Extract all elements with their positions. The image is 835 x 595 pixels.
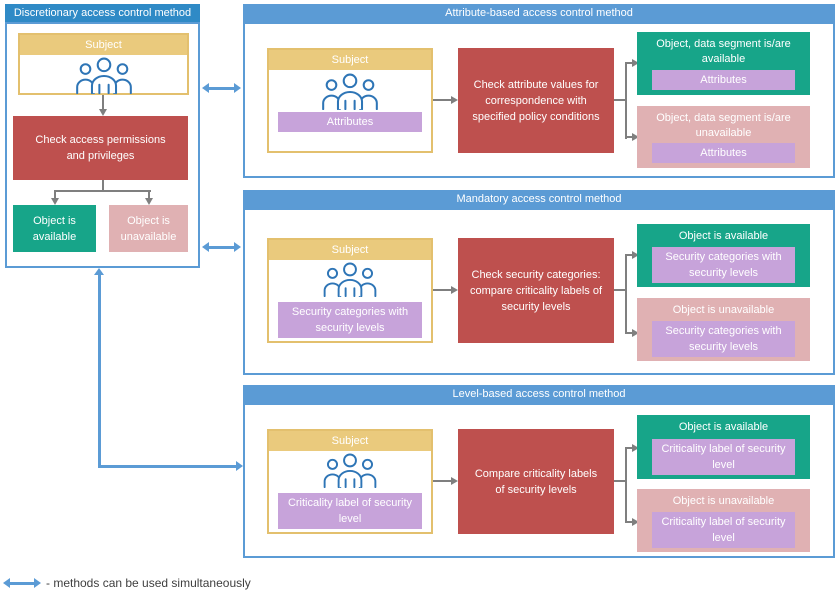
panel-body: Subject Criticality label of security le… [243, 403, 835, 558]
subject-title: Subject [269, 240, 431, 260]
arrow-down-icon [51, 198, 59, 205]
arrow-right-icon [632, 251, 639, 259]
connector-fork-stem [102, 180, 104, 192]
check-box: Check security categories: compare criti… [458, 238, 614, 343]
arrow-right-icon [632, 518, 639, 526]
outcome-title: Object is available [678, 421, 769, 433]
people-icon [322, 73, 378, 110]
connector-subject-check [102, 95, 104, 110]
check-box: Check access permissions and privileges [13, 116, 188, 180]
outcome-unavailable: Object is unavailable Security categorie… [637, 298, 810, 361]
panel-body: Subject Attributes Check attribute value… [243, 22, 835, 178]
outcome-available: Object is available [13, 205, 96, 252]
double-arrow-icon [94, 268, 104, 275]
discretionary-panel-body: Subject Check access permissions and pri… [5, 22, 200, 268]
connector-fork-bar [625, 62, 627, 139]
panel-body: Subject Security categories with securit… [243, 208, 835, 375]
connector-fork-top [625, 447, 633, 449]
outcome-title: Object is unavailable [672, 304, 775, 316]
connector-fork-stem [614, 99, 626, 101]
arrow-right-icon [451, 286, 458, 294]
people-icon [323, 453, 377, 488]
subject-title: Subject [269, 50, 431, 70]
double-arrow-icon [202, 242, 209, 252]
double-arrow-icon [236, 461, 243, 471]
outcome-available: Object is available Criticality label of… [637, 415, 810, 479]
link-discretionary-level-vertical [98, 275, 101, 468]
arrow-right-icon [632, 59, 639, 67]
outcome-unavailable: Object is unavailable Criticality label … [637, 489, 810, 552]
arrow-right-icon [632, 329, 639, 337]
outcome-attributes-tag: Criticality label of security level [652, 439, 795, 475]
arrow-right-icon [451, 96, 458, 104]
subject-box: Subject Criticality label of security le… [267, 429, 433, 534]
subject-box: Subject Attributes [267, 48, 433, 153]
connector-fork-bar [625, 254, 627, 334]
outcome-title: Object, data segment is/are available [656, 38, 791, 65]
connector-fork-bar [54, 190, 151, 192]
connector-fork-top [625, 62, 633, 64]
connector-fork-bar [625, 447, 627, 523]
subject-title: Subject [20, 35, 187, 55]
connector-subject-check [433, 480, 452, 482]
subject-attributes-tag: Attributes [278, 112, 422, 132]
outcome-title: Object is available [678, 230, 769, 242]
outcome-attributes-tag: Security categories with security levels [652, 247, 795, 283]
people-icon [75, 57, 132, 94]
legend-text: - methods can be used simultaneously [46, 576, 251, 590]
outcome-attributes-tag: Attributes [652, 70, 795, 90]
connector-fork-left [54, 190, 56, 199]
arrow-down-icon [145, 198, 153, 205]
link-discretionary-attribute [209, 87, 234, 90]
double-arrow-icon [234, 83, 241, 93]
subject-attributes-tag: Security categories with security levels [278, 302, 422, 338]
outcome-title: Object is unavailable [672, 495, 775, 507]
outcome-attributes-tag: Attributes [652, 143, 795, 163]
arrow-right-icon [451, 477, 458, 485]
arrow-down-icon [99, 109, 107, 116]
connector-subject-check [433, 289, 452, 291]
subject-title: Subject [269, 431, 431, 451]
double-arrow-icon [34, 578, 41, 588]
connector-fork-right [148, 190, 150, 199]
double-arrow-icon [202, 83, 209, 93]
panel-mandatory: Mandatory access control method Subject … [243, 190, 835, 375]
arrow-right-icon [632, 444, 639, 452]
subject-attributes-tag: Criticality label of security level [278, 493, 422, 529]
outcome-available: Object, data segment is/are available At… [637, 32, 810, 95]
outcome-attributes-tag: Security categories with security levels [652, 321, 795, 357]
outcome-title: Object, data segment is/are unavailable [656, 112, 791, 139]
panel-attribute-based: Attribute-based access control method Su… [243, 4, 835, 178]
panel-level-based: Level-based access control method Subjec… [243, 385, 835, 558]
double-arrow-icon [234, 242, 241, 252]
connector-fork-stem [614, 480, 626, 482]
panel-title: Level-based access control method [243, 385, 835, 403]
people-icon [323, 262, 377, 297]
subject-box: Subject [18, 33, 189, 95]
outcome-attributes-tag: Criticality label of security level [652, 512, 795, 548]
outcome-available: Object is available Security categories … [637, 224, 810, 287]
connector-fork-stem [614, 289, 626, 291]
connector-subject-check [433, 99, 452, 101]
check-box: Check attribute values for correspondenc… [458, 48, 614, 153]
connector-fork-bottom [625, 521, 633, 523]
legend-double-arrow [10, 582, 34, 585]
outcome-unavailable: Object, data segment is/are unavailable … [637, 106, 810, 168]
discretionary-panel-title: Discretionary access control method [5, 4, 200, 22]
subject-box: Subject Security categories with securit… [267, 238, 433, 343]
link-discretionary-mandatory [209, 246, 234, 249]
panel-title: Mandatory access control method [243, 190, 835, 208]
connector-fork-top [625, 254, 633, 256]
connector-fork-bottom [625, 136, 633, 138]
panel-title: Attribute-based access control method [243, 4, 835, 22]
arrow-right-icon [632, 133, 639, 141]
link-discretionary-level-horizontal [98, 465, 236, 468]
connector-fork-bottom [625, 332, 633, 334]
check-box: Compare criticality labels of security l… [458, 429, 614, 534]
outcome-unavailable: Object is unavailable [109, 205, 188, 252]
double-arrow-icon [3, 578, 10, 588]
